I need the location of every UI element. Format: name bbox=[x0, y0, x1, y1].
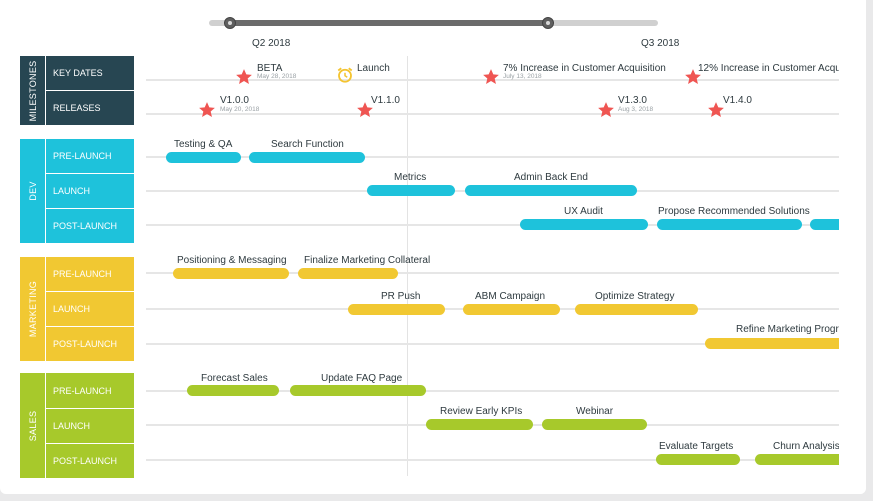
roadmap-canvas: Q2 2018 Q3 2018 MILESTONES DEV MARKETING… bbox=[0, 0, 866, 494]
star-icon[interactable] bbox=[684, 68, 702, 86]
task-bar[interactable] bbox=[705, 338, 855, 349]
release-v130-label: V1.3.0 bbox=[618, 95, 647, 106]
row-label-marketing-launch: LAUNCH bbox=[46, 292, 134, 326]
row-label-marketing-post-launch: POST-LAUNCH bbox=[46, 327, 134, 361]
group-milestones: MILESTONES bbox=[20, 56, 45, 125]
release-v100-date: May 20, 2018 bbox=[220, 106, 260, 113]
star-icon[interactable] bbox=[707, 101, 725, 119]
group-marketing-label: MARKETING bbox=[27, 280, 38, 338]
star-icon[interactable] bbox=[482, 68, 500, 86]
task-label: Review Early KPIs bbox=[440, 406, 523, 417]
group-dev-label: DEV bbox=[27, 181, 38, 201]
star-icon[interactable] bbox=[597, 101, 615, 119]
lane-line bbox=[146, 113, 839, 115]
task-bar[interactable] bbox=[656, 454, 740, 465]
right-edge-clip bbox=[839, 50, 866, 494]
lane-line bbox=[146, 390, 839, 392]
timeline-right-handle[interactable] bbox=[542, 17, 554, 29]
task-label: Metrics bbox=[394, 172, 427, 183]
task-label: Admin Back End bbox=[514, 172, 588, 183]
milestone-12pct-label: 12% Increase in Customer Acqu bbox=[698, 63, 839, 74]
lane-line bbox=[146, 224, 839, 226]
lane-line bbox=[146, 272, 839, 274]
star-icon[interactable] bbox=[356, 101, 374, 119]
task-label: Testing & QA bbox=[174, 139, 233, 150]
task-bar[interactable] bbox=[166, 152, 241, 163]
row-label-dev-pre-launch: PRE-LAUNCH bbox=[46, 139, 134, 173]
group-dev: DEV bbox=[20, 139, 45, 243]
task-label: Positioning & Messaging bbox=[177, 255, 287, 266]
group-milestones-label: MILESTONES bbox=[27, 60, 38, 121]
task-bar[interactable] bbox=[657, 219, 802, 230]
task-label: Propose Recommended Solutions bbox=[658, 206, 810, 217]
task-bar[interactable] bbox=[463, 304, 560, 315]
release-v130-date: Aug 3, 2018 bbox=[618, 106, 654, 113]
lane-line bbox=[146, 343, 839, 345]
milestone-7pct-date: July 13, 2018 bbox=[503, 73, 542, 80]
row-label-releases: RELEASES bbox=[46, 91, 134, 125]
row-label-dev-post-launch: POST-LAUNCH bbox=[46, 209, 134, 243]
timeline-left-handle[interactable] bbox=[224, 17, 236, 29]
milestone-beta-label: BETA bbox=[257, 63, 283, 74]
timeline-right-label: Q3 2018 bbox=[641, 38, 680, 49]
group-sales-label: SALES bbox=[27, 410, 38, 441]
task-bar[interactable] bbox=[348, 304, 445, 315]
milestone-beta-date: May 28, 2018 bbox=[257, 73, 297, 80]
row-label-dev-launch: LAUNCH bbox=[46, 174, 134, 208]
task-bar[interactable] bbox=[465, 185, 637, 196]
task-label: ABM Campaign bbox=[475, 291, 546, 302]
task-label: Update FAQ Page bbox=[321, 373, 403, 384]
task-bar[interactable] bbox=[520, 219, 648, 230]
task-bar[interactable] bbox=[426, 419, 533, 430]
task-bar[interactable] bbox=[810, 219, 850, 230]
row-label-sales-launch: LAUNCH bbox=[46, 409, 134, 443]
task-label: Forecast Sales bbox=[201, 373, 268, 384]
task-bar[interactable] bbox=[173, 268, 289, 279]
quarter-divider bbox=[407, 56, 408, 476]
milestone-7pct-label: 7% Increase in Customer Acquisition bbox=[503, 63, 666, 74]
lane-line bbox=[146, 156, 839, 158]
release-v140-label: V1.4.0 bbox=[723, 95, 752, 106]
task-bar[interactable] bbox=[755, 454, 850, 465]
row-label-sales-pre-launch: PRE-LAUNCH bbox=[46, 373, 134, 408]
task-label: Finalize Marketing Collateral bbox=[304, 255, 431, 266]
row-label-sales-post-launch: POST-LAUNCH bbox=[46, 444, 134, 478]
star-icon[interactable] bbox=[198, 101, 216, 119]
task-bar[interactable] bbox=[542, 419, 647, 430]
group-marketing: MARKETING bbox=[20, 257, 45, 361]
task-bar[interactable] bbox=[575, 304, 698, 315]
alarm-clock-icon[interactable] bbox=[336, 66, 354, 84]
task-label: Search Function bbox=[271, 139, 344, 150]
group-sales: SALES bbox=[20, 373, 45, 478]
milestone-launch-label: Launch bbox=[357, 63, 390, 74]
timeline-left-label: Q2 2018 bbox=[252, 38, 291, 49]
task-bar[interactable] bbox=[187, 385, 279, 396]
task-label: Churn Analysis bbox=[773, 441, 839, 452]
timeline-selected-range[interactable] bbox=[229, 20, 548, 26]
release-v100-label: V1.0.0 bbox=[220, 95, 249, 106]
task-label: Webinar bbox=[576, 406, 614, 417]
task-label: Evaluate Targets bbox=[659, 441, 734, 452]
star-icon[interactable] bbox=[235, 68, 253, 86]
task-bar[interactable] bbox=[367, 185, 455, 196]
release-v110-label: V1.1.0 bbox=[371, 95, 400, 106]
task-label: Optimize Strategy bbox=[595, 291, 675, 302]
task-bar[interactable] bbox=[298, 268, 398, 279]
task-label: PR Push bbox=[381, 291, 421, 302]
task-bar[interactable] bbox=[249, 152, 365, 163]
row-label-marketing-pre-launch: PRE-LAUNCH bbox=[46, 257, 134, 291]
task-label: UX Audit bbox=[564, 206, 603, 217]
task-bar[interactable] bbox=[290, 385, 426, 396]
row-label-key-dates: KEY DATES bbox=[46, 56, 134, 90]
lane-line bbox=[146, 459, 839, 461]
task-label: Refine Marketing Progr bbox=[736, 324, 839, 335]
